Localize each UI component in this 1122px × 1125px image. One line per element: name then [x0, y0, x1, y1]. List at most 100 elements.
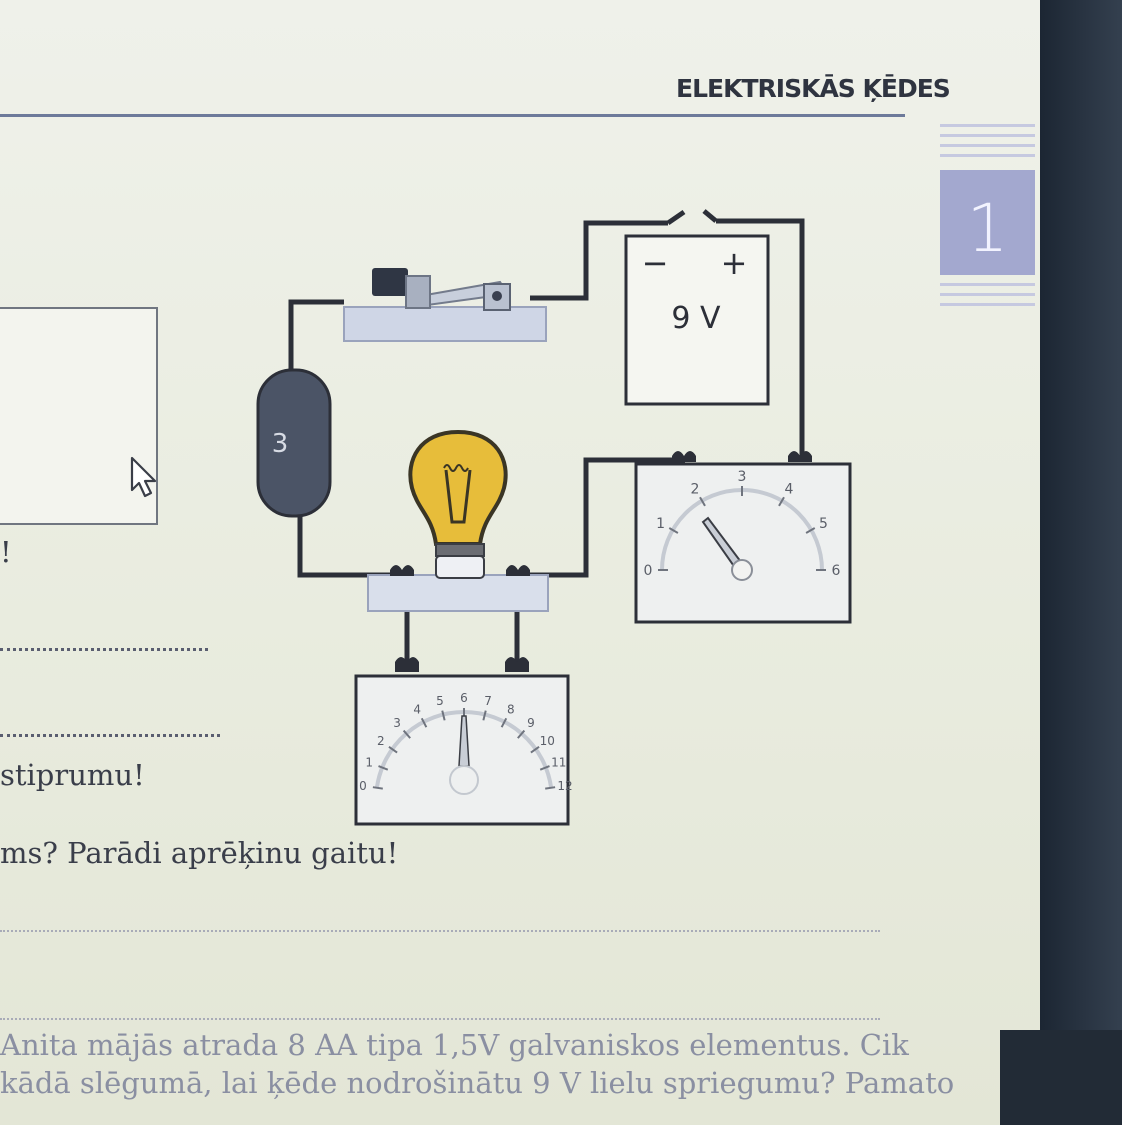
- lamp-cap: [435, 543, 485, 557]
- meter-tick: [378, 765, 389, 771]
- wire: [716, 218, 805, 456]
- terminal: [672, 451, 696, 462]
- battery-body: [624, 234, 770, 406]
- battery-voltage: 9 V: [671, 301, 721, 336]
- terminal: [390, 565, 414, 576]
- meter-tick: [805, 527, 816, 534]
- wires: [288, 209, 805, 665]
- meter-tick: [500, 717, 508, 728]
- meter-tick: [668, 527, 679, 534]
- tab-stripe: [940, 293, 1035, 296]
- meter-tick: [778, 496, 785, 507]
- meter-tick: [441, 710, 446, 721]
- meter-tick-label: 1: [656, 516, 665, 532]
- header-rule: [0, 114, 905, 117]
- monitor-bezel-bottom: [1000, 1030, 1122, 1125]
- monitor-bezel: [1040, 0, 1122, 1125]
- circuit-diagram: − + 9 V 3: [256, 209, 852, 826]
- meter-tick-label: 4: [785, 481, 794, 497]
- tab-stripe: [940, 124, 1035, 127]
- wire: [520, 457, 685, 578]
- lamp-filament: [444, 469, 472, 524]
- wire: [702, 209, 718, 223]
- terminal: [395, 657, 419, 672]
- lamp-coil: [443, 464, 469, 472]
- resistor-body: [256, 368, 332, 518]
- answer-line[interactable]: [0, 930, 880, 932]
- meter-tick: [530, 745, 540, 754]
- question-text: kādā slēgumā, lai ķēde nodrošinātu 9 V l…: [0, 1066, 955, 1100]
- tab-stripe: [940, 303, 1035, 306]
- answer-line[interactable]: [0, 734, 220, 737]
- wire: [530, 220, 668, 301]
- question-text: Anita mājās atrada 8 AA tipa 1,5V galvan…: [0, 1028, 909, 1062]
- switch-base: [343, 306, 547, 342]
- question-text: stiprumu!: [0, 758, 145, 792]
- answer-line[interactable]: [0, 648, 208, 651]
- ammeter-needle: [449, 715, 479, 795]
- chapter-tab[interactable]: 1: [940, 170, 1035, 275]
- lamp-socket: [435, 555, 485, 579]
- meter-tick-label: 0: [644, 563, 653, 579]
- tab-stripe: [940, 134, 1035, 137]
- lamp-glass: [408, 429, 508, 546]
- terminal: [505, 657, 529, 672]
- battery-plus: +: [721, 244, 748, 282]
- wire: [288, 299, 344, 380]
- page-title: ELEKTRISKĀS ĶĒDES: [676, 74, 951, 103]
- lamp-base-plate: [367, 574, 549, 612]
- battery-minus: −: [642, 244, 669, 282]
- tab-stripe: [940, 144, 1035, 147]
- meter-tick: [517, 729, 526, 739]
- voltmeter-needle: [701, 516, 753, 581]
- meter-tick-label: 4: [413, 703, 421, 717]
- battery: − + 9 V: [624, 234, 770, 406]
- light-bulb-icon: [367, 429, 549, 612]
- meter-tick-label: 3: [393, 716, 401, 730]
- meter-tick-label: 2: [691, 481, 700, 497]
- voltmeter: 0 1 2 3 4 5 6: [634, 462, 852, 624]
- meter-tick-label: 10: [540, 734, 555, 748]
- switch-screw: [492, 291, 502, 301]
- meter-tick-label: 8: [507, 703, 515, 717]
- meter-tick-label: 12: [557, 779, 572, 793]
- meter-tick-label: 7: [484, 694, 492, 708]
- meter-tick-label: 3: [738, 469, 747, 485]
- worksheet-screen: ELEKTRISKĀS ĶĒDES 1 ! stiprumu! ms? Parā…: [0, 0, 1080, 1125]
- meter-tick-label: 5: [436, 694, 444, 708]
- switch-icon: [343, 268, 547, 342]
- meter-tick-label: 0: [359, 779, 367, 793]
- meter-tick: [539, 765, 550, 771]
- wire: [666, 209, 686, 226]
- terminal: [788, 451, 812, 462]
- terminals: [390, 451, 812, 672]
- meter-tick-label: 1: [365, 756, 373, 770]
- meter-tick: [699, 496, 706, 507]
- answer-line[interactable]: [0, 1018, 880, 1020]
- chapter-number: 1: [966, 190, 1009, 267]
- meter-tick-label: 6: [832, 563, 841, 579]
- exclaim-text: !: [0, 535, 12, 569]
- meter-tick: [545, 786, 556, 790]
- meter-tick-label: 9: [527, 716, 535, 730]
- switch-handle: [372, 268, 408, 296]
- wire: [297, 515, 405, 578]
- switch-hinge: [405, 275, 431, 309]
- meter-tick: [420, 717, 428, 728]
- resistor-label: 3: [272, 429, 289, 459]
- resistor: 3: [256, 368, 332, 518]
- tab-stripe: [940, 283, 1035, 286]
- meter-tick: [482, 710, 487, 721]
- question-text: ms? Parādi aprēķinu gaitu!: [0, 836, 399, 870]
- meter-tick: [388, 745, 398, 754]
- tab-stripe: [940, 154, 1035, 157]
- meter-tick-label: 6: [460, 691, 468, 705]
- meter-tick: [372, 786, 383, 790]
- meter-tick-label: 5: [819, 516, 828, 532]
- meter-tick: [402, 729, 411, 739]
- cursor-arrow-icon: [130, 456, 157, 498]
- terminal: [506, 565, 530, 576]
- meter-tick-label: 2: [377, 734, 385, 748]
- meter-tick-label: 11: [551, 756, 566, 770]
